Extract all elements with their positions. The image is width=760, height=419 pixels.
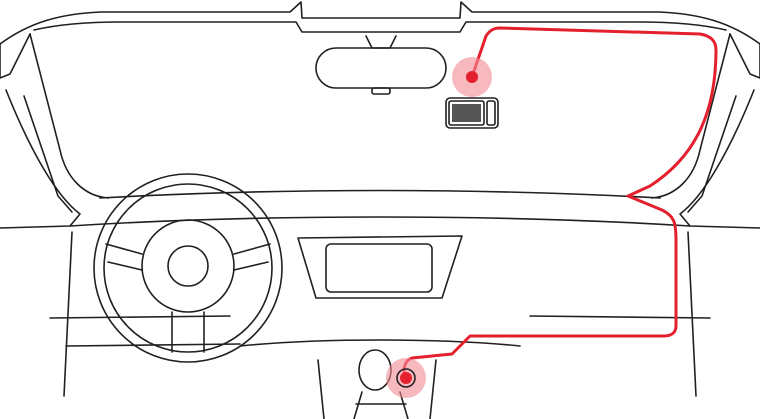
a-pillars xyxy=(0,33,760,229)
rearview-mirror xyxy=(315,35,447,95)
dashboard xyxy=(49,189,711,397)
power-socket-point xyxy=(386,358,426,398)
dashcam-screen xyxy=(452,104,481,122)
windshield-frame xyxy=(0,1,760,199)
dashcam-device xyxy=(445,97,499,129)
steering-wheel xyxy=(93,173,283,363)
dashcam-mount-point xyxy=(452,57,492,97)
center-display xyxy=(297,235,463,299)
power-cable-route xyxy=(402,26,718,380)
center-console xyxy=(239,339,521,419)
